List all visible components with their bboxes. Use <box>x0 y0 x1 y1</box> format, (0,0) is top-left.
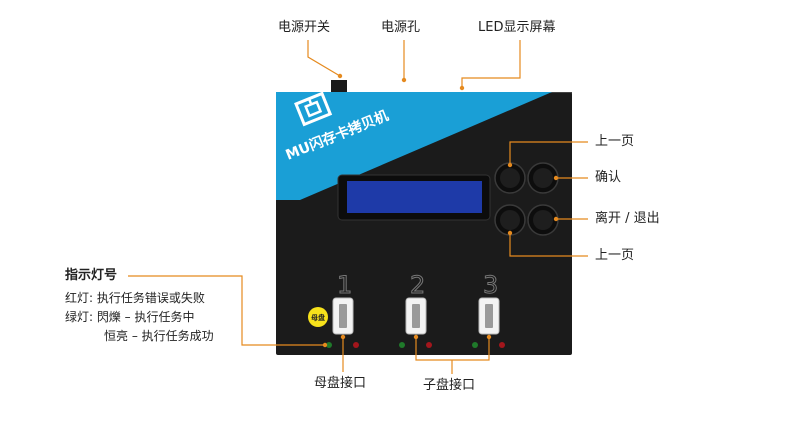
led-green-3 <box>472 342 478 348</box>
label-power-switch: 电源开关 <box>278 20 331 35</box>
power-switch-icon <box>331 80 347 94</box>
usb-port-2[interactable] <box>405 297 427 335</box>
label-confirm: 确认 <box>595 170 622 185</box>
brand-banner <box>276 92 552 200</box>
usb-port-1[interactable] <box>332 297 354 335</box>
label-child-port: 子盘接口 <box>423 378 476 393</box>
led-red-1 <box>353 342 359 348</box>
slot-number-2: 2 <box>410 271 425 299</box>
label-prev-page-bottom: 上一页 <box>595 248 635 263</box>
usb-port-3[interactable] <box>478 297 500 335</box>
mother-disk-badge-text: 母盘 <box>311 313 325 322</box>
indicator-red-line: 红灯: 执行任务错误或失败 <box>65 291 205 305</box>
label-prev-page-top: 上一页 <box>595 134 635 149</box>
led-red-3 <box>499 342 505 348</box>
slot-number-1: 1 <box>337 271 352 299</box>
indicator-green-line: 绿灯: 閃爍 – 执行任务中 <box>65 310 195 324</box>
lcd-screen <box>347 181 482 213</box>
button-next-page[interactable] <box>494 204 526 236</box>
copier-device: MU闪存卡拷贝机 1 2 3 母盘 <box>276 80 572 355</box>
label-mother-port: 母盘接口 <box>314 376 367 391</box>
led-green-2 <box>399 342 405 348</box>
indicator-title: 指示灯号 <box>65 268 118 283</box>
button-exit[interactable] <box>527 204 559 236</box>
led-green-1 <box>326 342 332 348</box>
button-confirm[interactable] <box>527 162 559 194</box>
button-prev-page[interactable] <box>494 162 526 194</box>
indicator-steady-line: 恒亮 – 执行任务成功 <box>104 329 214 343</box>
callout-lines <box>128 40 588 374</box>
led-red-2 <box>426 342 432 348</box>
label-power-jack: 电源孔 <box>381 20 421 35</box>
brand-logo-icon <box>294 91 333 127</box>
label-exit: 离开 / 退出 <box>595 211 660 226</box>
mother-disk-badge <box>308 307 328 327</box>
label-lcd-screen: LED显示屏幕 <box>478 20 556 35</box>
slot-number-3: 3 <box>483 271 498 299</box>
